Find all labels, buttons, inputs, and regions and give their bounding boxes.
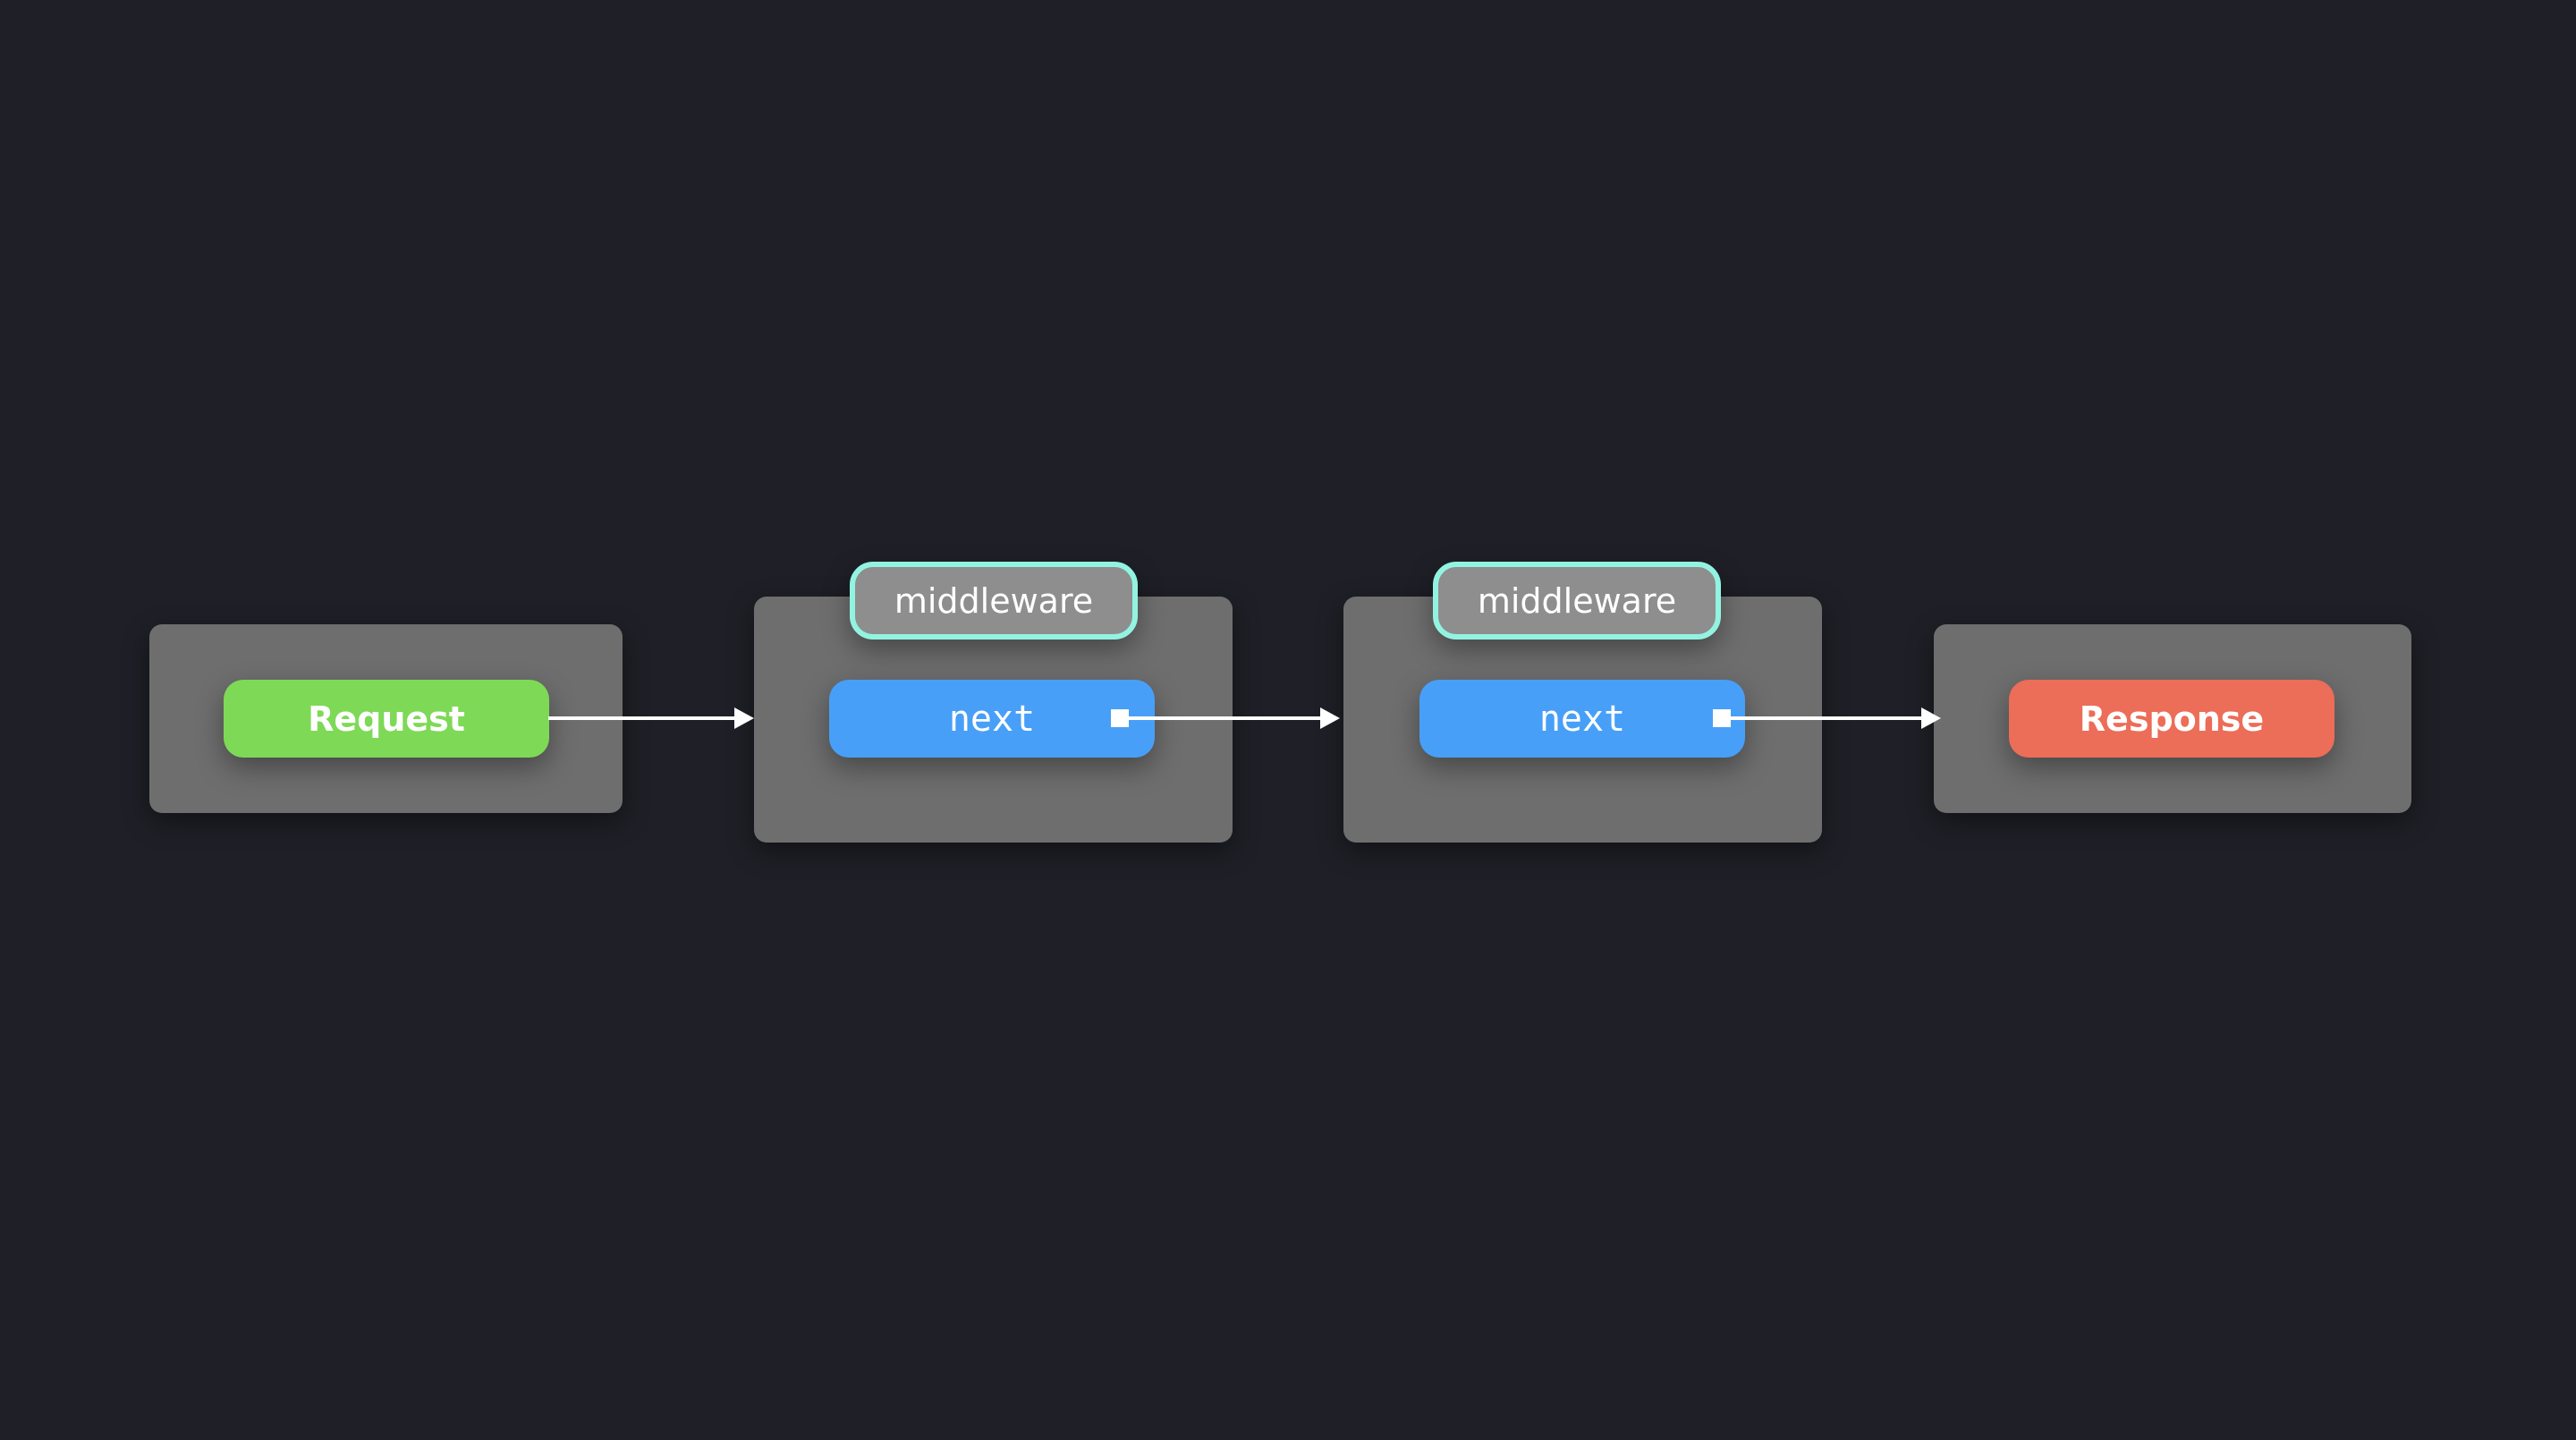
- next-node-1: next: [829, 680, 1155, 758]
- connector-square-1: [1111, 709, 1129, 727]
- middleware-1-label: middleware: [850, 562, 1138, 640]
- response-node: Response: [2009, 680, 2334, 758]
- arrowhead-icon: [1320, 707, 1340, 729]
- connector-square-2: [1713, 709, 1731, 727]
- next-node-2: next: [1419, 680, 1745, 758]
- middleware-2-label: middleware: [1433, 562, 1721, 640]
- request-node: Request: [224, 680, 549, 758]
- arrowhead-icon: [1921, 707, 1941, 729]
- arrowhead-icon: [734, 707, 754, 729]
